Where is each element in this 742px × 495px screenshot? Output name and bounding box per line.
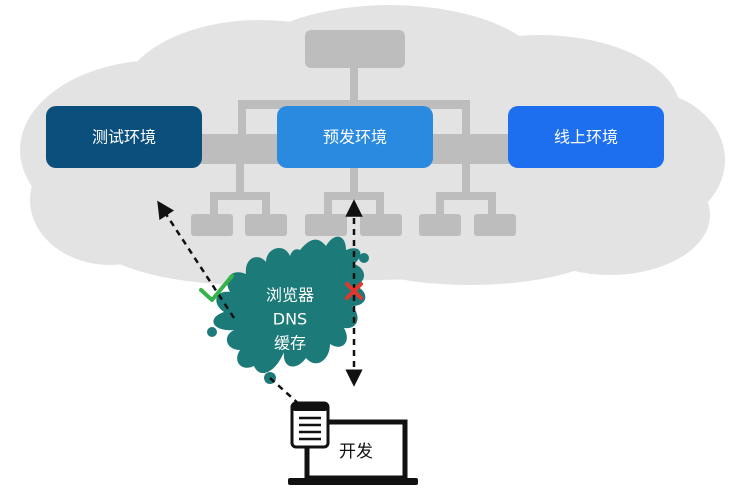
branch-right <box>436 192 496 200</box>
leaf-node <box>419 214 461 236</box>
dashed-link-to-developer <box>269 377 301 406</box>
branch-left <box>210 192 270 200</box>
leaf-node <box>245 214 287 236</box>
left-drop <box>238 100 246 138</box>
blob-shape <box>213 236 366 374</box>
env-label-staging: 预发环境 <box>323 128 387 147</box>
cache-label-dns: DNS <box>273 310 307 329</box>
branch-mid <box>324 192 384 200</box>
stem-left <box>236 164 244 194</box>
cross-icon <box>345 282 363 300</box>
root-node <box>305 30 405 68</box>
leaf-node <box>191 214 233 236</box>
env-label-production: 线上环境 <box>554 128 618 147</box>
env-label-test: 测试环境 <box>92 128 156 147</box>
top-bar <box>238 100 470 109</box>
stem-right <box>462 164 470 194</box>
stem-mid <box>350 164 358 194</box>
cache-label-browser: 浏览器 <box>266 286 314 305</box>
cache-label-cache: 缓存 <box>274 334 306 353</box>
leaf-node <box>360 214 402 236</box>
developer-label: 开发 <box>339 442 373 462</box>
root-trunk <box>350 68 358 104</box>
laptop-base <box>288 478 418 485</box>
env-box-staging: 预发环境 <box>277 106 433 168</box>
env-box-production: 线上环境 <box>508 106 664 168</box>
env-box-test: 测试环境 <box>46 106 202 168</box>
document-icon <box>290 401 330 449</box>
right-drop <box>462 100 470 138</box>
check-icon <box>199 274 234 302</box>
leaf-node <box>474 214 516 236</box>
leaf-node <box>305 214 347 236</box>
